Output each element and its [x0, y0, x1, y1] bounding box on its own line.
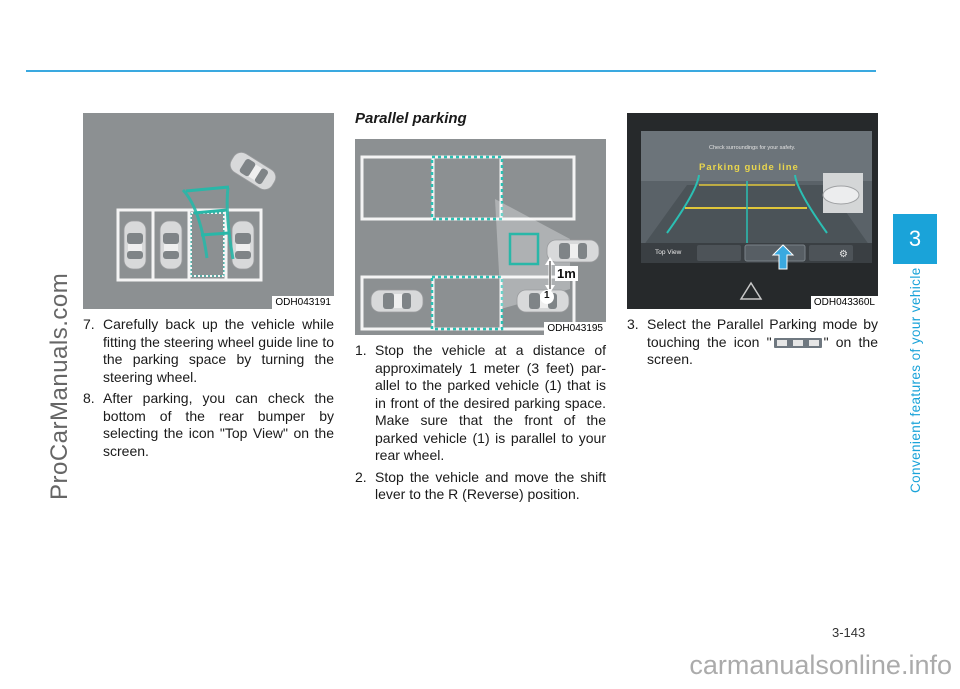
- step-number: 7.: [83, 316, 95, 332]
- chapter-number: 3: [908, 226, 922, 251]
- parallel-diagram: [360, 155, 600, 331]
- figure-caption: ODH043360L: [810, 296, 878, 309]
- screen-diagram: ⚙: [627, 113, 878, 309]
- figure-display-screen: ⚙ Check surroundings for your safety. Pa…: [627, 113, 878, 309]
- figure-rear-parking: ODH043191: [83, 113, 334, 309]
- screen-warning-text: Check surroundings for your safety.: [709, 145, 796, 151]
- parallel-parking-mode-icon: [773, 337, 822, 348]
- step-text: Carefully back up the vehicle while fitt…: [103, 316, 334, 385]
- parking-diagram: [116, 148, 280, 282]
- watermark-bottom: carmanualsonline.info: [689, 650, 952, 680]
- figure-caption: ODH043191: [272, 296, 334, 309]
- figure-caption: ODH043195: [544, 322, 606, 335]
- step-1: 1. Stop the vehicle at a distance of app…: [355, 342, 606, 465]
- step-2: 2. Stop the vehicle and move the shift l…: [355, 469, 606, 504]
- steps-column-3: 3. Select the Parallel Parking mode by t…: [627, 316, 878, 373]
- top-view-button: Top View: [655, 249, 682, 256]
- chapter-title-text: Convenient features of your vehicle: [908, 267, 923, 493]
- steps-column-1: 7. Carefully back up the vehicle while f…: [83, 316, 334, 464]
- step-3: 3. Select the Parallel Parking mode by t…: [627, 316, 878, 369]
- step-number: 1.: [355, 342, 367, 358]
- chapter-tab: 3: [893, 214, 937, 264]
- step-text: Stop the vehicle and move the shift leve…: [375, 468, 606, 503]
- step-text: After parking, you can check the bottom …: [103, 390, 334, 459]
- distance-label: 1m: [555, 266, 578, 281]
- page-number: 3-143: [832, 625, 866, 640]
- step-number: 2.: [355, 468, 367, 485]
- parking-guide-label: Parking guide line: [699, 162, 799, 173]
- header-rule: [26, 70, 876, 72]
- step-text-before: Select the Parallel Parking mode by touc…: [647, 316, 878, 350]
- steps-column-2: 1. Stop the vehicle at a distance of app…: [355, 342, 606, 508]
- step-text: Stop the vehicle at a distance of approx…: [375, 342, 606, 463]
- svg-text:⚙: ⚙: [839, 249, 848, 260]
- parked-vehicle-number: 1: [544, 290, 550, 301]
- step-number: 3.: [627, 316, 639, 332]
- step-8: 8. After parking, you can check the bott…: [83, 390, 334, 460]
- figure-parallel-parking: 1m 1 ODH043195: [355, 139, 606, 335]
- watermark-left-text: ProCarManuals.com: [46, 272, 73, 500]
- step-text-after: " on the screen.: [647, 333, 878, 368]
- section-heading: Parallel parking: [355, 110, 467, 127]
- step-number: 8.: [83, 390, 95, 406]
- step-7: 7. Carefully back up the vehicle while f…: [83, 316, 334, 386]
